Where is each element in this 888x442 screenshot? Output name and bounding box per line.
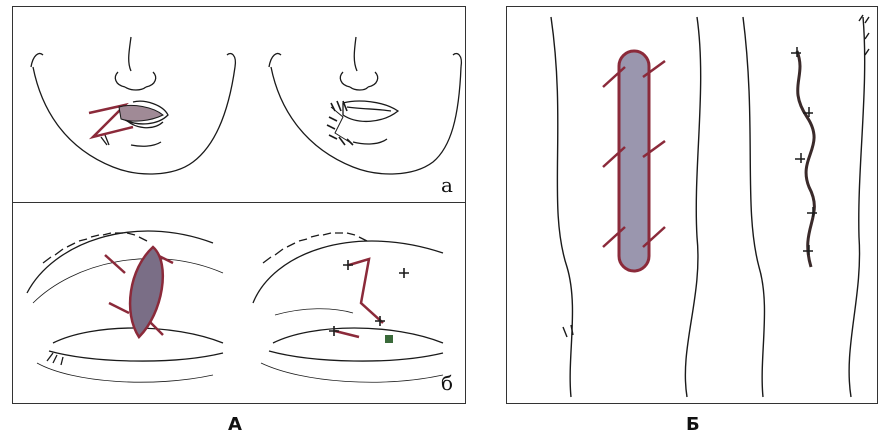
limb-after	[743, 15, 869, 397]
eyelid-illustration	[13, 203, 465, 403]
figure-label-a: А	[228, 414, 242, 435]
suture-knot	[385, 335, 393, 343]
panel-limb-z-plasty	[506, 6, 878, 404]
eye-before	[27, 231, 223, 382]
suture-marks-eye	[329, 260, 409, 336]
limb-illustration	[507, 7, 877, 403]
z-suture-eye-after	[335, 259, 383, 337]
limb-suture-marks	[791, 47, 817, 255]
lips-illustration	[13, 7, 465, 203]
subfigure-letter-b: б	[441, 371, 453, 395]
face-after	[269, 37, 461, 174]
panel-lips-z-plasty: а	[12, 6, 466, 204]
eyelid-wound	[130, 247, 163, 337]
limb-wound	[619, 51, 649, 271]
figure-label-b: Б	[686, 414, 700, 435]
eye-after	[253, 233, 443, 382]
lip-wound	[119, 105, 163, 121]
panel-eyelid-z-plasty: б	[12, 202, 466, 404]
subfigure-letter-a: а	[441, 173, 453, 197]
